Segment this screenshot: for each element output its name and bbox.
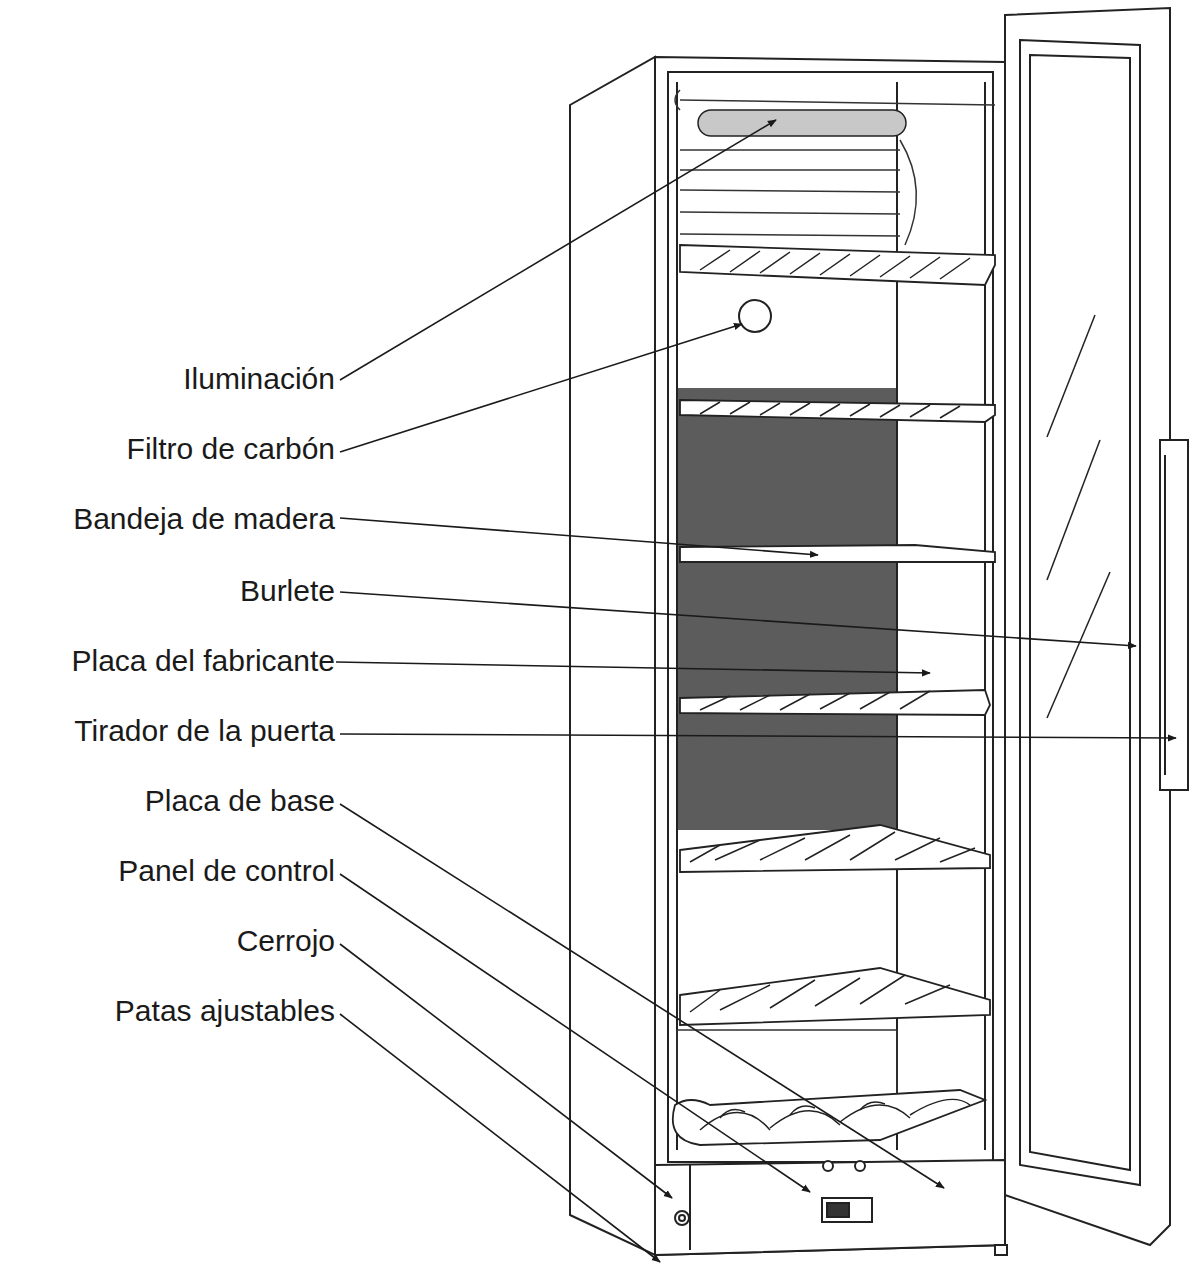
back-panel	[675, 90, 995, 1120]
leader-lines-part	[336, 662, 930, 673]
cabinet-body-part	[655, 57, 1005, 1255]
base-plinth-part	[679, 1215, 685, 1221]
part-label: Panel de control	[118, 854, 335, 888]
leader-lines	[336, 120, 1176, 1262]
shelf-slats-part	[690, 832, 975, 862]
shelf-slats-part	[700, 1099, 970, 1130]
part-label: Placa del fabricante	[72, 644, 336, 678]
leader-lines-part	[340, 120, 776, 380]
back-panel-part	[675, 90, 680, 110]
shelves-part	[680, 400, 995, 422]
cabinet-body-part	[676, 82, 678, 1150]
part-label: Bandeja de madera	[73, 502, 335, 536]
back-panel-part	[680, 100, 995, 105]
base-plinth-part	[823, 1161, 833, 1171]
dark-back-panel	[678, 388, 896, 830]
leader-lines-part	[340, 1014, 660, 1262]
door-part	[1164, 455, 1166, 775]
shelf-slats-part	[700, 250, 970, 279]
glass-glare-part	[1047, 572, 1110, 718]
back-panel-part	[900, 140, 916, 245]
cabinet-body	[570, 57, 1005, 1255]
base-plinth-part	[855, 1161, 865, 1171]
light-bar	[698, 110, 906, 136]
shelves-part	[680, 690, 990, 715]
glass-glare-part	[1047, 315, 1095, 437]
part-label: Patas ajustables	[115, 994, 335, 1028]
door-part	[1030, 55, 1130, 1170]
part-label: Burlete	[240, 574, 335, 608]
leader-lines-part	[340, 944, 672, 1198]
door-part	[1020, 40, 1140, 1185]
shelf-slats-part	[690, 975, 950, 1012]
leader-lines-part	[340, 874, 810, 1192]
shelf-slats-part	[700, 402, 960, 418]
base-plinth	[655, 1160, 1007, 1255]
cabinet-body-part	[570, 57, 655, 1255]
shelf-slats-part	[720, 1102, 885, 1118]
base-plinth-part	[827, 1203, 849, 1217]
door-part	[1005, 8, 1170, 1245]
base-plinth-part	[822, 1198, 872, 1222]
part-label: Iluminación	[183, 362, 335, 396]
leader-lines-part	[340, 592, 1136, 646]
shelf-slats	[690, 250, 975, 1130]
shelves-part	[680, 245, 995, 285]
shelves-part	[673, 1090, 985, 1145]
leader-lines-part	[340, 734, 1176, 738]
shelf-slats-part	[700, 691, 930, 710]
base-plinth-part	[655, 1160, 1005, 1255]
leader-lines-part	[340, 518, 818, 555]
back-panel-part	[680, 234, 900, 236]
shelves-part	[680, 825, 990, 872]
back-panel-part	[680, 190, 900, 192]
part-label: Tirador de la puerta	[74, 714, 335, 748]
back-panel-part	[680, 212, 900, 214]
glass-glare	[1047, 315, 1110, 718]
part-label: Placa de base	[145, 784, 335, 818]
shelves	[673, 245, 995, 1145]
carbon-filter	[739, 300, 771, 332]
base-plinth-part	[675, 1211, 689, 1225]
leader-lines-part	[340, 804, 944, 1188]
leader-lines-part	[340, 324, 742, 452]
base-plinth-part	[995, 1245, 1007, 1255]
back-panel-part	[680, 169, 900, 171]
door	[1005, 8, 1188, 1245]
base-plinth-part	[689, 1165, 691, 1250]
part-label: Cerrojo	[237, 924, 335, 958]
part-label: Filtro de carbón	[127, 432, 335, 466]
shelves-part	[680, 968, 990, 1025]
back-panel-part	[680, 149, 900, 151]
cabinet-body-part	[984, 82, 986, 1150]
glass-glare-part	[1047, 440, 1100, 580]
